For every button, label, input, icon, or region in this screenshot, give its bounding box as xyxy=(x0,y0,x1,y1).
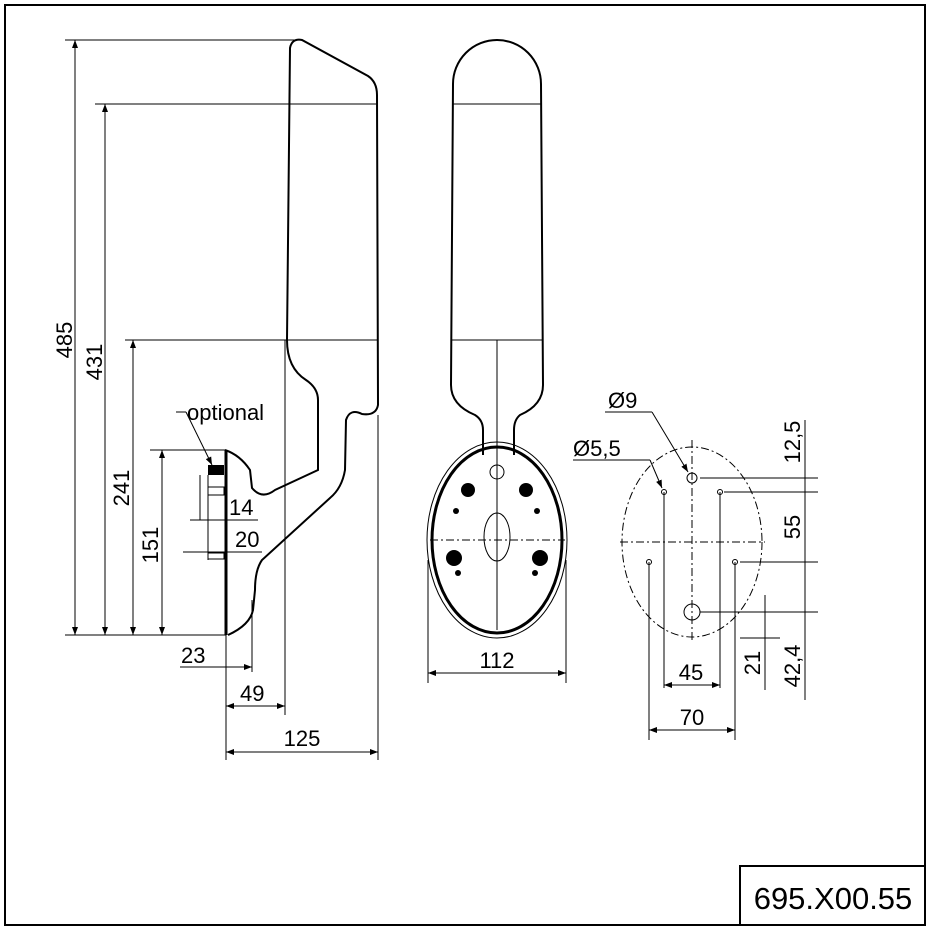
drawing-frame xyxy=(4,4,926,926)
title-block: 695.X00.55 xyxy=(739,865,926,926)
dim-55: 55 xyxy=(780,515,805,539)
optional-label: optional xyxy=(187,400,264,425)
dim-485: 485 xyxy=(52,322,77,359)
dim-151: 151 xyxy=(138,527,163,564)
side-view: 485 431 241 151 optional 14 20 23 49 125 xyxy=(52,38,380,760)
dim-dia-9: Ø9 xyxy=(608,388,637,413)
dim-12-5: 12,5 xyxy=(780,421,805,464)
dim-125: 125 xyxy=(284,726,321,751)
dim-70: 70 xyxy=(680,705,704,730)
dim-20: 20 xyxy=(235,527,259,552)
dim-241: 241 xyxy=(109,470,134,507)
dim-42-4: 42,4 xyxy=(780,645,805,688)
dim-112: 112 xyxy=(479,648,514,673)
dim-dia-5-5: Ø5,5 xyxy=(573,436,621,461)
front-view: 112 xyxy=(426,39,568,683)
hole-pattern: Ø9 Ø5,5 12,5 55 21 42,4 45 70 xyxy=(573,388,818,740)
dim-431: 431 xyxy=(82,344,107,381)
part-number: 695.X00.55 xyxy=(754,881,913,916)
dim-21: 21 xyxy=(740,651,765,675)
dim-14: 14 xyxy=(229,495,253,520)
dim-45: 45 xyxy=(679,660,703,685)
dim-49: 49 xyxy=(240,681,264,706)
dim-23: 23 xyxy=(181,643,205,668)
